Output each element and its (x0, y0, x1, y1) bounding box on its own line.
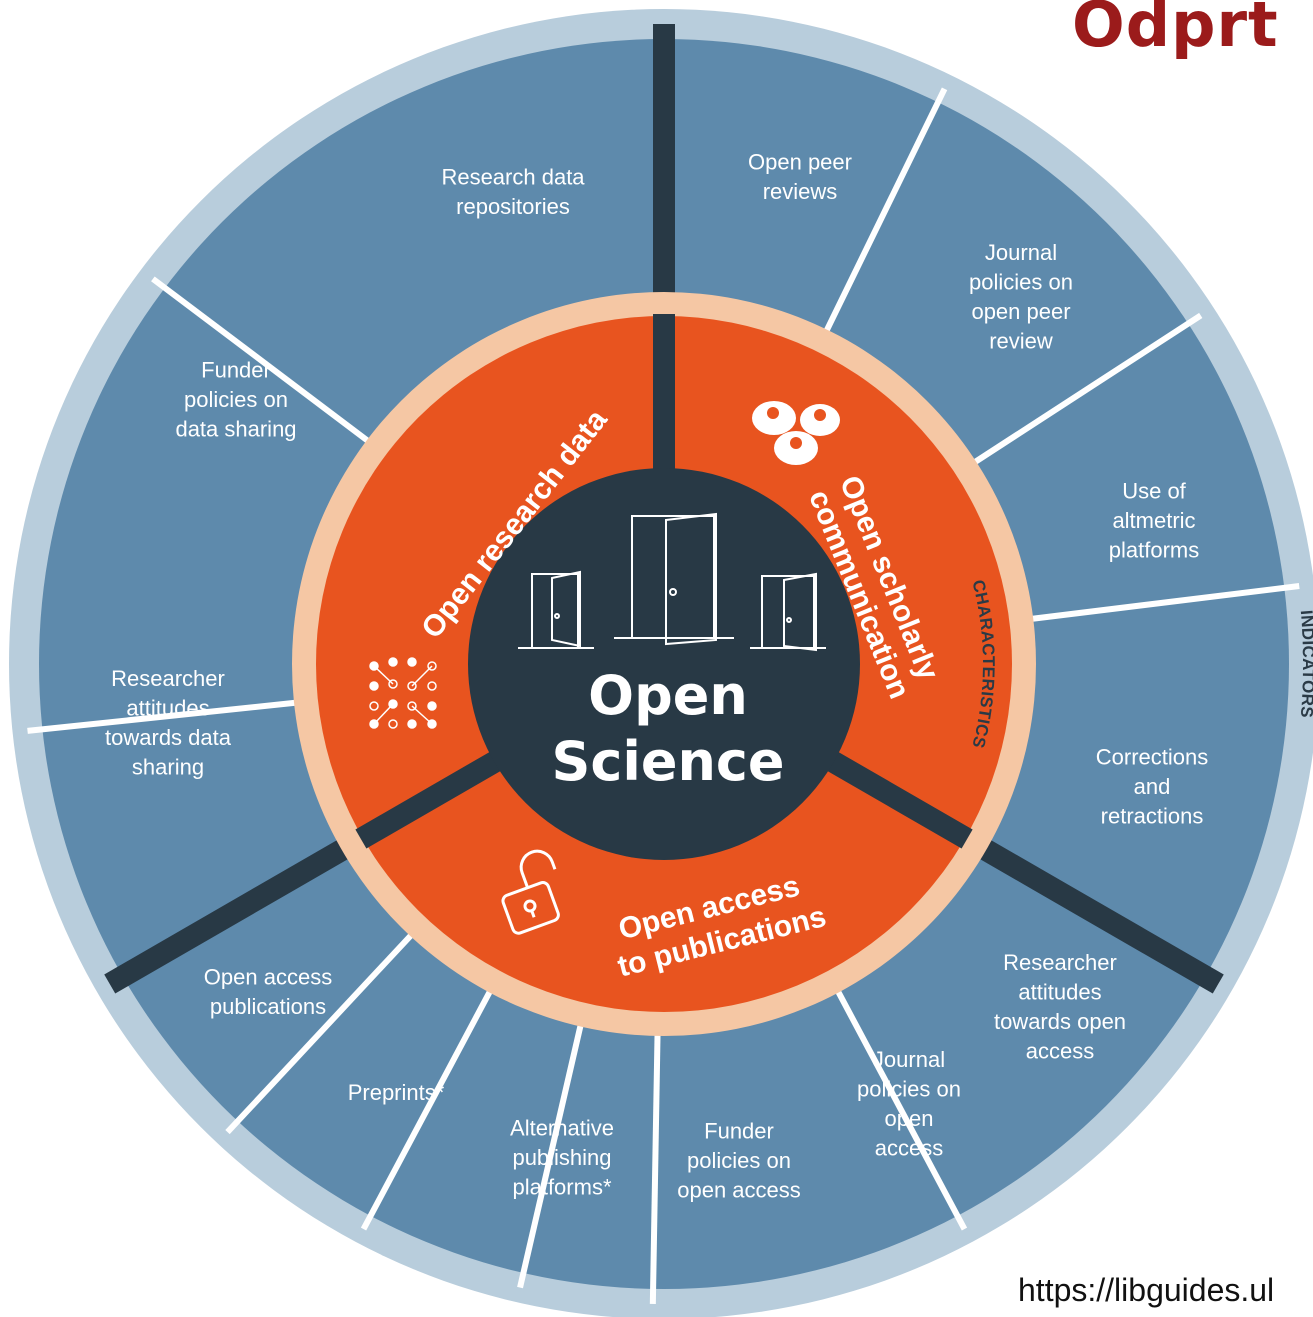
page-heading: Odprt (1072, 0, 1279, 61)
indicator-label: Use of altmetric platforms (1109, 479, 1199, 563)
indicator-label-line: policies on (184, 387, 288, 412)
indicator-label-line: platforms* (512, 1175, 611, 1200)
characteristic-dividers (355, 314, 973, 849)
indicator-label-line: Open peer (748, 149, 852, 174)
indicator-label-line: review (989, 328, 1053, 353)
indicator-label-line: Researcher (1003, 950, 1117, 975)
indicator-label: Journal policies on open access (857, 1047, 961, 1161)
indicator-label-line: platforms (1109, 538, 1199, 563)
indicator-label: Corrections and retractions (1096, 745, 1208, 829)
indicator-divider (517, 1014, 586, 1289)
indicator-label-line: retractions (1101, 804, 1204, 829)
indicator-label-line: policies on (857, 1076, 961, 1101)
indicator-label-line: Corrections (1096, 745, 1208, 770)
network-nodes-icon (369, 657, 437, 729)
indicator-label: Journal policies on open peer review (969, 240, 1073, 354)
indicator-label-line: attitudes (126, 695, 209, 720)
indicator-label-line: open (885, 1106, 934, 1131)
indicator-divider (360, 980, 498, 1231)
indicator-label-line: Preprints* (348, 1080, 445, 1105)
indicator-divider (649, 1023, 661, 1304)
indicators-ring-label: INDICATORS (1297, 609, 1313, 718)
indicator-label-line: Journal (873, 1047, 945, 1072)
indicator-label-line: reviews (763, 179, 838, 204)
indicator-label-line: data sharing (175, 417, 296, 442)
section-divider (104, 834, 358, 994)
indicator-label-line: access (1026, 1038, 1094, 1063)
indicator-label: Preprints* (348, 1080, 445, 1105)
section-dividers (104, 24, 1224, 994)
open-padlock-icon (501, 849, 560, 935)
indicator-label: Open access publications (204, 964, 332, 1019)
indicator-label: Open peer reviews (748, 149, 852, 204)
indicator-label-line: Open access (204, 964, 332, 989)
indicator-label-line: and (1134, 774, 1171, 799)
center-title-line2: Science (551, 730, 784, 793)
indicator-divider (1020, 583, 1300, 624)
characteristic-divider (823, 749, 973, 849)
indicator-label-line: attitudes (1018, 979, 1101, 1004)
people-speech-bubbles-icon (752, 401, 840, 465)
indicator-label: Funder policies on data sharing (175, 358, 296, 442)
indicator-label: Alternative publishing platforms* (510, 1116, 614, 1200)
indicator-label-line: policies on (687, 1148, 791, 1173)
indicator-label-line: sharing (132, 754, 204, 779)
indicator-divider (27, 698, 307, 734)
indicator-label-line: repositories (456, 194, 570, 219)
indicator-label-line: publications (210, 994, 326, 1019)
indicator-label-line: open peer (971, 299, 1070, 324)
indicator-label-line: Journal (985, 240, 1057, 265)
indicator-label: Researcher attitudes towards open access (994, 950, 1126, 1064)
indicator-label-line: Use of (1122, 479, 1186, 504)
indicator-label-line: open access (677, 1178, 801, 1203)
indicator-divider (819, 87, 948, 342)
indicator-label-line: Researcher (111, 666, 225, 691)
indicator-dividers (27, 87, 1300, 1304)
source-url[interactable]: https://libguides.ul (1018, 1272, 1275, 1308)
indicator-divider (964, 312, 1203, 471)
indicator-divider (830, 980, 968, 1231)
open-doors-icon (518, 512, 826, 652)
indicator-label: Research data repositories (441, 164, 585, 219)
indicator-label-line: policies on (969, 269, 1073, 294)
indicator-divider (225, 925, 421, 1135)
indicator-label-line: altmetric (1112, 508, 1195, 533)
indicator-label: Funder policies on open access (677, 1119, 801, 1203)
indicator-label-line: Funder (704, 1119, 774, 1144)
characteristic-divider (355, 749, 505, 849)
indicator-label-line: towards open (994, 1009, 1126, 1034)
center-circle (468, 468, 860, 860)
indicator-label-line: Funder (201, 358, 271, 383)
indicator-label-line: Research data (441, 164, 585, 189)
indicator-label-line: publishing (512, 1145, 611, 1170)
indicator-label-line: Alternative (510, 1116, 614, 1141)
indicator-label-line: towards data (105, 725, 232, 750)
section-divider (970, 834, 1224, 994)
indicator-label: Researcher attitudes towards data sharing (105, 666, 232, 780)
indicator-label-line: access (875, 1135, 943, 1160)
indicator-divider (151, 276, 379, 450)
center-title-line1: Open (588, 664, 748, 727)
